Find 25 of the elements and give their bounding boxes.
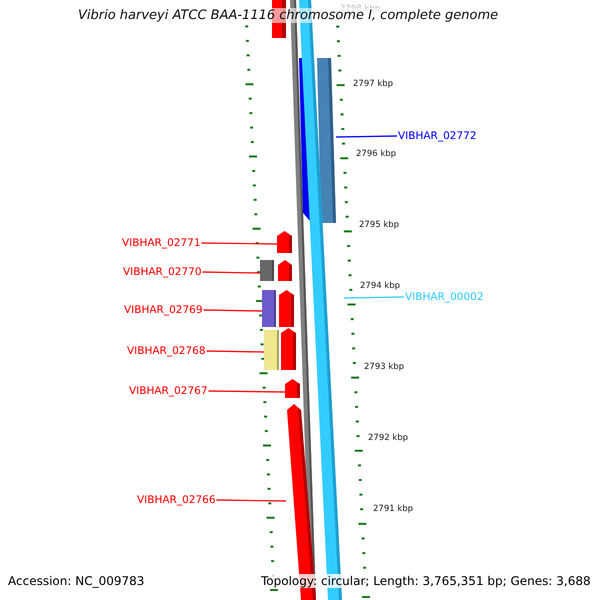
scale-label: 2795 kbp [359, 220, 400, 230]
leader-line [202, 271, 260, 274]
scale-label: 2792 kbp [368, 433, 408, 443]
gene-label: VIBHAR_02769 [124, 303, 203, 317]
leader-line [206, 350, 264, 353]
leader-line [344, 296, 404, 299]
gene-label: VIBHAR_02768 [127, 344, 206, 358]
leader-line [216, 499, 286, 502]
genome-info-text: Topology: circular; Length: 3,765,351 bp; Genes: 3,688 [261, 574, 591, 588]
leader-line [202, 242, 277, 245]
scale-label: 2794 kbp [360, 281, 400, 291]
gene-label: VIBHAR_02772 [398, 129, 477, 143]
gene-label: VIBHAR_02767 [129, 384, 208, 398]
scale-label: 2797 kbp [353, 79, 394, 89]
gene-label: VIBHAR_02770 [123, 265, 202, 279]
leader-line [204, 309, 262, 312]
leader-line [208, 390, 285, 393]
gene-label: VIBHAR_02771 [122, 236, 201, 250]
scale-label: 2791 kbp [373, 504, 414, 514]
scale-label: 2793 kbp [364, 362, 404, 372]
leader-line [336, 135, 398, 138]
scale-label: 2796 kbp [356, 149, 396, 159]
accession-text: Accession: NC_009783 [8, 574, 144, 588]
gene-label: VIBHAR_02766 [137, 493, 216, 507]
gene-label: VIBHAR_00002 [405, 290, 484, 304]
